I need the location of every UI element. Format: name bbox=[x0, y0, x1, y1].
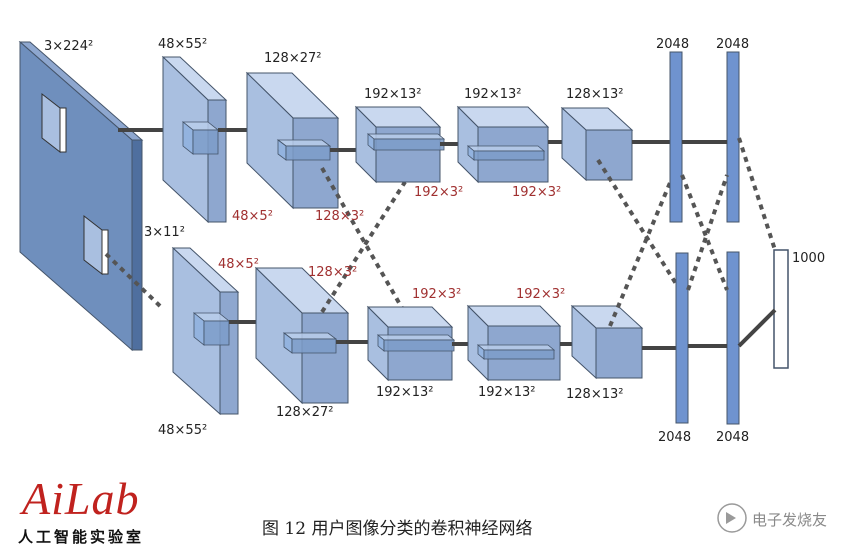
connection-input-bottom bbox=[104, 252, 162, 308]
label-kernel-input: 3×11² bbox=[144, 225, 185, 240]
label-bottom-conv3: 192×13² bbox=[376, 385, 433, 400]
fc2-top-bar bbox=[726, 51, 740, 223]
label-top-conv4-kernel: 192×3² bbox=[512, 185, 561, 200]
connection-fc2-top-output bbox=[737, 137, 777, 251]
logo-subtitle: 人工智能实验室 bbox=[18, 528, 145, 546]
bottom-conv3-block bbox=[366, 305, 456, 382]
label-fc1-top: 2048 bbox=[656, 37, 689, 52]
label-top-conv1-kernel: 48×5² bbox=[232, 209, 273, 224]
watermark-icon bbox=[717, 503, 747, 533]
label-bottom-conv2: 128×27² bbox=[276, 405, 333, 420]
fc2-bottom-bar bbox=[726, 251, 740, 425]
label-bottom-conv3-kernel: 192×3² bbox=[412, 287, 461, 302]
label-bottom-conv1: 48×55² bbox=[158, 423, 207, 438]
connection-fc2-bottom-output bbox=[737, 308, 777, 348]
label-bottom-conv1-kernel: 48×5² bbox=[218, 257, 259, 272]
label-top-conv5: 128×13² bbox=[566, 87, 623, 102]
bottom-conv2-block bbox=[254, 266, 350, 405]
top-conv1-block bbox=[161, 55, 228, 224]
cross-connection-fc-up bbox=[686, 174, 729, 291]
fc1-bottom-bar bbox=[675, 252, 689, 424]
label-top-conv2: 128×27² bbox=[264, 51, 321, 66]
cross-connection-fc-down bbox=[680, 174, 729, 291]
figure-caption: 图 12 用户图像分类的卷积神经网络 bbox=[262, 519, 533, 539]
label-top-conv4: 192×13² bbox=[464, 87, 521, 102]
bottom-conv1-block bbox=[171, 246, 240, 416]
input-volume bbox=[18, 40, 144, 352]
label-top-conv1: 48×55² bbox=[158, 37, 207, 52]
bottom-conv5-block bbox=[570, 304, 644, 380]
top-conv4-block bbox=[456, 105, 550, 184]
input-kernel-top-side bbox=[59, 107, 67, 153]
logo-main: AiLab bbox=[22, 473, 140, 524]
cross-connection-c5-down bbox=[596, 158, 682, 292]
label-bottom-conv4-kernel: 192×3² bbox=[516, 287, 565, 302]
label-fc2-bottom: 2048 bbox=[716, 430, 749, 445]
label-output: 1000 bbox=[792, 251, 825, 266]
bottom-conv4-block bbox=[466, 304, 562, 382]
label-top-conv3: 192×13² bbox=[364, 87, 421, 102]
top-conv5-block bbox=[560, 106, 634, 182]
top-conv2-block bbox=[245, 71, 340, 210]
output-bar bbox=[773, 249, 789, 369]
label-bottom-conv2-kernel: 128×3² bbox=[308, 265, 357, 280]
label-input: 3×224² bbox=[44, 39, 93, 54]
label-top-conv2-kernel: 128×3² bbox=[315, 209, 364, 224]
watermark-text: 电子发烧友 bbox=[752, 511, 828, 529]
input-side bbox=[131, 139, 143, 351]
input-kernel-bottom-side bbox=[101, 229, 109, 275]
top-conv3-block bbox=[354, 105, 446, 184]
label-fc1-bottom: 2048 bbox=[658, 430, 691, 445]
label-bottom-conv4: 192×13² bbox=[478, 385, 535, 400]
fc1-top-bar bbox=[669, 51, 683, 223]
label-fc2-top: 2048 bbox=[716, 37, 749, 52]
label-top-conv3-kernel: 192×3² bbox=[414, 185, 463, 200]
label-bottom-conv5: 128×13² bbox=[566, 387, 623, 402]
cross-connection-c5-up bbox=[608, 177, 674, 327]
